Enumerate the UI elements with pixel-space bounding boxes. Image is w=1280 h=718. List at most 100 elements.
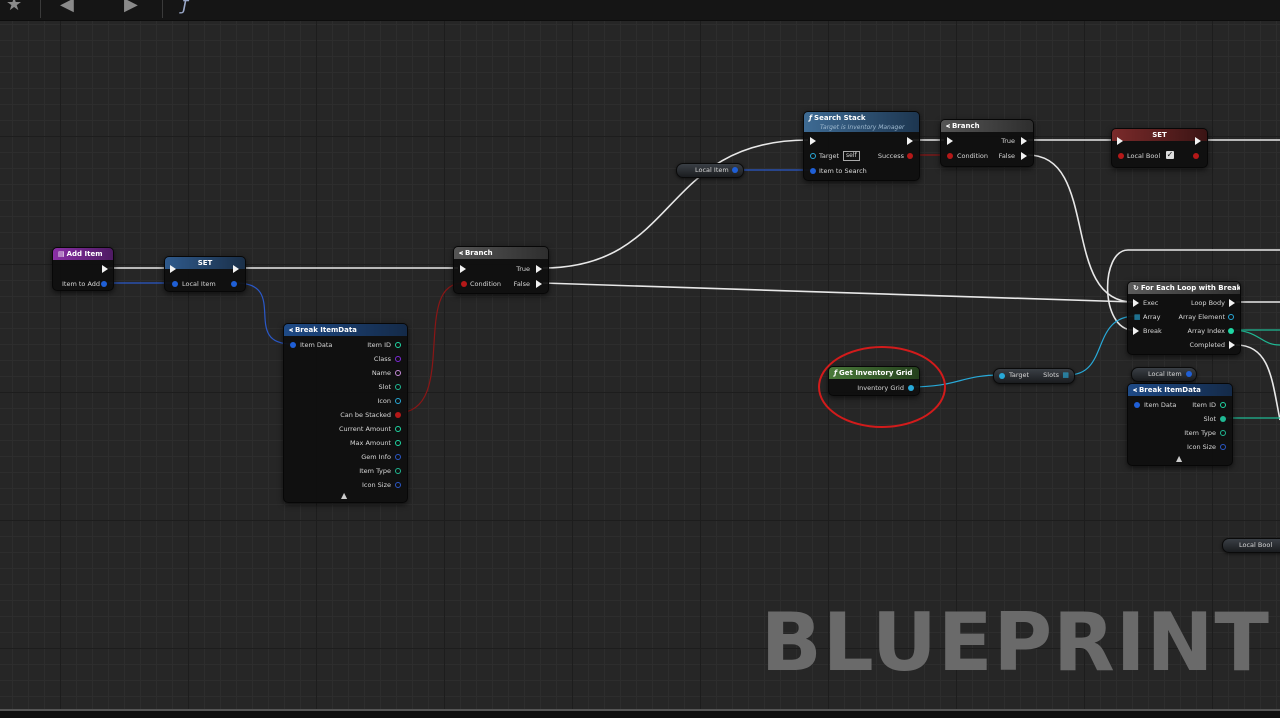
pin-label: Success bbox=[877, 152, 904, 160]
exec-in-pin[interactable] bbox=[947, 137, 953, 145]
array-out-pin[interactable]: ▦ bbox=[1062, 371, 1069, 379]
byte-out-pin[interactable] bbox=[395, 468, 401, 474]
exec-out-pin[interactable] bbox=[233, 265, 239, 273]
exec-out-pin[interactable] bbox=[1021, 137, 1027, 145]
struct-in-pin[interactable] bbox=[290, 342, 296, 348]
pin-label: Local Item bbox=[182, 280, 216, 288]
node-subtitle: Target is Inventory Manager bbox=[820, 124, 905, 131]
add-item-event-node[interactable]: ▤Add Item Item to Add bbox=[52, 247, 114, 291]
struct-in-pin[interactable] bbox=[1134, 402, 1140, 408]
forward-arrow-icon[interactable]: ▶ bbox=[124, 0, 138, 15]
pin-label: Loop Body bbox=[1190, 299, 1225, 307]
int-out-pin[interactable] bbox=[395, 342, 401, 348]
pin-label: Array bbox=[1143, 313, 1161, 321]
pin-label: Max Amount bbox=[349, 439, 391, 447]
function-icon: ƒ bbox=[182, 0, 189, 15]
struct-out-pin[interactable] bbox=[1220, 444, 1226, 450]
struct-in-pin[interactable] bbox=[172, 281, 178, 287]
object-in-pin[interactable] bbox=[999, 373, 1005, 379]
exec-in-pin[interactable] bbox=[170, 265, 176, 273]
pin-label: Break bbox=[1143, 327, 1162, 335]
object-out-pin[interactable] bbox=[395, 398, 401, 404]
exec-in-pin[interactable] bbox=[460, 265, 466, 273]
node-title: Branch bbox=[951, 122, 980, 130]
exec-out-pin[interactable] bbox=[102, 265, 108, 273]
int-out-pin[interactable] bbox=[395, 440, 401, 446]
exec-out-pin[interactable] bbox=[536, 265, 542, 273]
pin-label: Array Element bbox=[1178, 313, 1225, 321]
pin-label: Item Data bbox=[300, 341, 333, 349]
set-local-item-node[interactable]: SET Local Item bbox=[164, 256, 246, 292]
split-icon: ⪪ bbox=[289, 326, 293, 334]
pin-label: True bbox=[516, 265, 530, 273]
pin-label: Slot bbox=[1203, 415, 1216, 423]
struct-out-pin[interactable] bbox=[395, 454, 401, 460]
node-title: SET bbox=[165, 257, 245, 269]
self-value-box[interactable]: self bbox=[843, 151, 860, 161]
pin-label: Completed bbox=[1189, 341, 1225, 349]
pin-label: Name bbox=[371, 369, 391, 377]
int-out-pin[interactable] bbox=[1220, 416, 1226, 422]
pin-label: Gem Info bbox=[361, 453, 391, 461]
struct-out-pin[interactable] bbox=[732, 167, 738, 173]
star-icon[interactable]: ★ bbox=[6, 0, 23, 15]
struct-out-pin[interactable] bbox=[1186, 371, 1192, 377]
break-itemdata-node[interactable]: ⪪Break ItemData Item Data Item ID Class … bbox=[283, 323, 408, 503]
toolbar-divider bbox=[162, 0, 163, 18]
break-itemdata-node[interactable]: ⪪Break ItemData Item Data Item ID Slot I… bbox=[1127, 383, 1233, 466]
object-out-pin[interactable] bbox=[1228, 314, 1234, 320]
pin-label: Icon bbox=[377, 397, 391, 405]
int-out-pin[interactable] bbox=[1220, 402, 1226, 408]
object-in-pin[interactable] bbox=[810, 153, 816, 159]
class-out-pin[interactable] bbox=[395, 356, 401, 362]
exec-out-pin[interactable] bbox=[907, 137, 913, 145]
array-in-pin[interactable]: ▦ bbox=[1134, 313, 1141, 321]
back-arrow-icon[interactable]: ◀ bbox=[60, 0, 74, 15]
local-item-variable-node[interactable]: Local Item bbox=[1131, 367, 1197, 382]
branch-node[interactable]: ⪪Branch True Condition False bbox=[940, 119, 1034, 167]
int-out-pin[interactable] bbox=[395, 384, 401, 390]
struct-out-pin[interactable] bbox=[231, 281, 237, 287]
slots-getter-node[interactable]: Target Slots ▦ bbox=[993, 368, 1075, 384]
branch-node[interactable]: ⪪Branch True Condition False bbox=[453, 246, 549, 294]
int-out-pin[interactable] bbox=[395, 426, 401, 432]
pin-label: Can be Stacked bbox=[340, 411, 391, 419]
bool-out-pin[interactable] bbox=[1193, 153, 1199, 159]
pin-label: Target bbox=[1009, 371, 1030, 379]
collapse-arrow-icon[interactable]: ▲ bbox=[1176, 454, 1183, 463]
struct-out-pin[interactable] bbox=[101, 281, 107, 287]
bool-in-pin[interactable] bbox=[947, 153, 953, 159]
checkbox-checked[interactable]: ✓ bbox=[1166, 150, 1174, 159]
for-each-loop-with-break-node[interactable]: ↻For Each Loop with Break Exec Loop Body… bbox=[1127, 281, 1241, 355]
set-local-bool-node[interactable]: SET Local Bool ✓ bbox=[1111, 128, 1208, 168]
bool-out-pin[interactable] bbox=[395, 412, 401, 418]
int-out-pin[interactable] bbox=[1228, 328, 1234, 334]
variable-label: Local Item bbox=[1148, 370, 1182, 378]
exec-out-pin[interactable] bbox=[1195, 137, 1201, 145]
bool-in-pin[interactable] bbox=[461, 281, 467, 287]
exec-in-pin[interactable] bbox=[1133, 327, 1139, 335]
bool-out-pin[interactable] bbox=[907, 153, 913, 159]
collapse-arrow-icon[interactable]: ▲ bbox=[341, 491, 348, 500]
exec-out-pin[interactable] bbox=[1229, 299, 1235, 307]
byte-out-pin[interactable] bbox=[1220, 430, 1226, 436]
bool-in-pin[interactable] bbox=[1118, 153, 1124, 159]
struct-out-pin[interactable] bbox=[395, 482, 401, 488]
blueprint-watermark: BLUEPRINT bbox=[760, 596, 1270, 689]
exec-in-pin[interactable] bbox=[810, 137, 816, 145]
exec-out-pin[interactable] bbox=[1229, 341, 1235, 349]
struct-in-pin[interactable] bbox=[810, 168, 816, 174]
exec-in-pin[interactable] bbox=[1133, 299, 1139, 307]
pin-label: Condition bbox=[957, 152, 989, 160]
exec-out-pin[interactable] bbox=[1021, 152, 1027, 160]
local-item-variable-node[interactable]: Local Item bbox=[676, 163, 744, 178]
exec-out-pin[interactable] bbox=[536, 280, 542, 288]
name-out-pin[interactable] bbox=[395, 370, 401, 376]
pin-label: False bbox=[513, 280, 530, 288]
pin-label: Local Bool bbox=[1127, 152, 1161, 160]
exec-in-pin[interactable] bbox=[1117, 137, 1123, 145]
pin-label: Slots bbox=[1043, 371, 1059, 379]
local-bool-variable-node[interactable]: Local Bool bbox=[1222, 538, 1280, 553]
